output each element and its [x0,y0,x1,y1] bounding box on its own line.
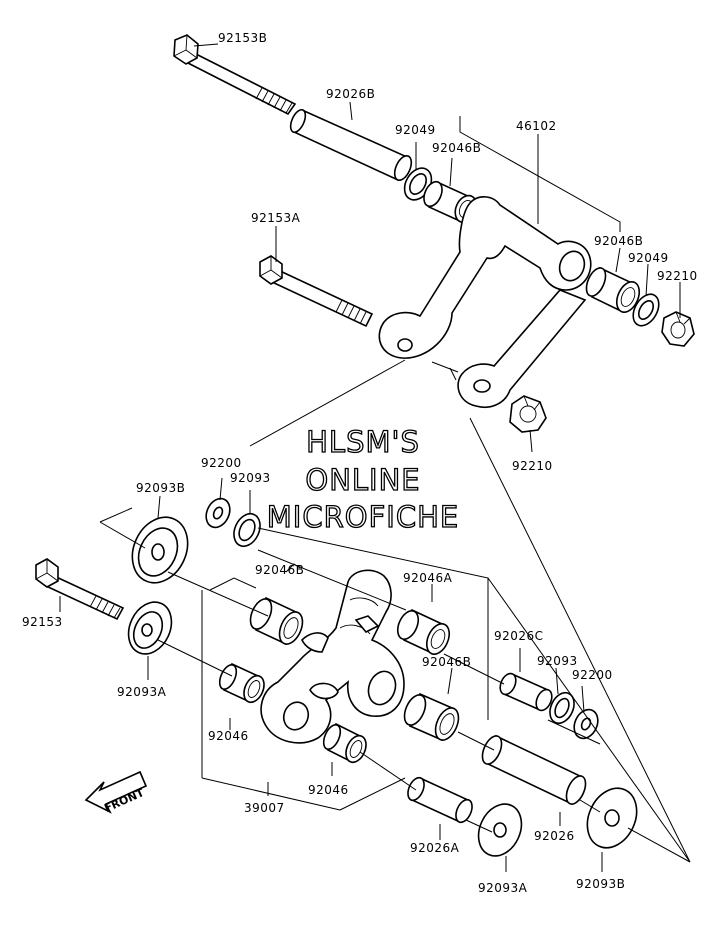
label-92093a-left: 92093A [117,685,167,699]
label-92153: 92153 [22,615,63,629]
collar-92026 [481,734,587,806]
upper-leader-lines [193,43,691,863]
cap-92093a-left [127,601,173,655]
watermark-line-1: HLSM'S [306,425,420,459]
label-92046-center: 92046 [308,783,349,797]
cap-92093b-right [586,787,638,849]
watermark-line-2: ONLINE [305,463,420,497]
nut-92210-upper [661,311,695,347]
label-92026a: 92026A [410,841,460,855]
needle-92046-center [322,722,367,764]
label-92210-lower: 92210 [512,459,553,473]
label-92153b-upper: 92153B [218,31,267,45]
bearing-92046b-upper-right [585,266,641,314]
label-92046a: 92046A [403,571,453,585]
needle-92046-left [218,662,265,704]
label-92093b-left: 92093B [136,481,185,495]
label-92026b: 92026B [326,87,375,101]
label-92049-right: 92049 [628,251,669,265]
label-92093-left: 92093 [230,471,271,485]
label-92046b-upper-left: 92046B [432,141,481,155]
label-92046b-left: 92046B [255,563,304,577]
label-92046-left: 92046 [208,729,249,743]
label-92210-upper: 92210 [657,269,698,283]
seal-92049-right [632,293,660,327]
washer-92200-left [205,497,231,529]
bolt-92153b [173,34,297,116]
bearing-92046b-left [249,596,304,646]
collar-92026a [407,776,473,824]
arm-39007 [260,569,405,744]
bearing-92046b-right-lower [403,692,460,742]
label-92093-right: 92093 [537,654,578,668]
rod-46102 [378,196,592,408]
nut-92210-lower [509,395,547,433]
label-92093b-right: 92093B [576,877,625,891]
front-arrow: FRONT [84,770,148,815]
label-92093a-right: 92093A [478,881,528,895]
label-92153a: 92153A [251,211,301,225]
label-92046b-right-lower: 92046B [422,655,471,669]
seal-92093-left [233,512,261,548]
label-92026c: 92026C [494,629,544,643]
label-92200-left: 92200 [201,456,242,470]
cap-92093b-left [131,516,189,584]
label-92200-right: 92200 [572,668,613,682]
washer-92200-right [573,708,599,740]
cap-92093a-right [477,803,523,857]
label-92049-upper: 92049 [395,123,436,137]
label-39007: 39007 [244,801,285,815]
seal-92093-right [549,691,575,725]
lower-leader-lines [59,477,691,872]
label-92046b-upper-right: 92046B [594,234,643,248]
collar-92026c [499,672,553,712]
watermark-line-3: MICROFICHE [267,500,459,534]
watermark: HLSM'S ONLINE MICROFICHE [266,424,459,534]
bolt-92153 [35,558,125,621]
collar-92026b [289,108,413,182]
label-92026: 92026 [534,829,575,843]
label-46102: 46102 [516,119,557,133]
bolt-92153a [259,255,374,328]
part-labels: 92153B 92026B 92049 92046B 46102 92153A … [22,31,698,895]
bearing-92046a [396,608,451,656]
